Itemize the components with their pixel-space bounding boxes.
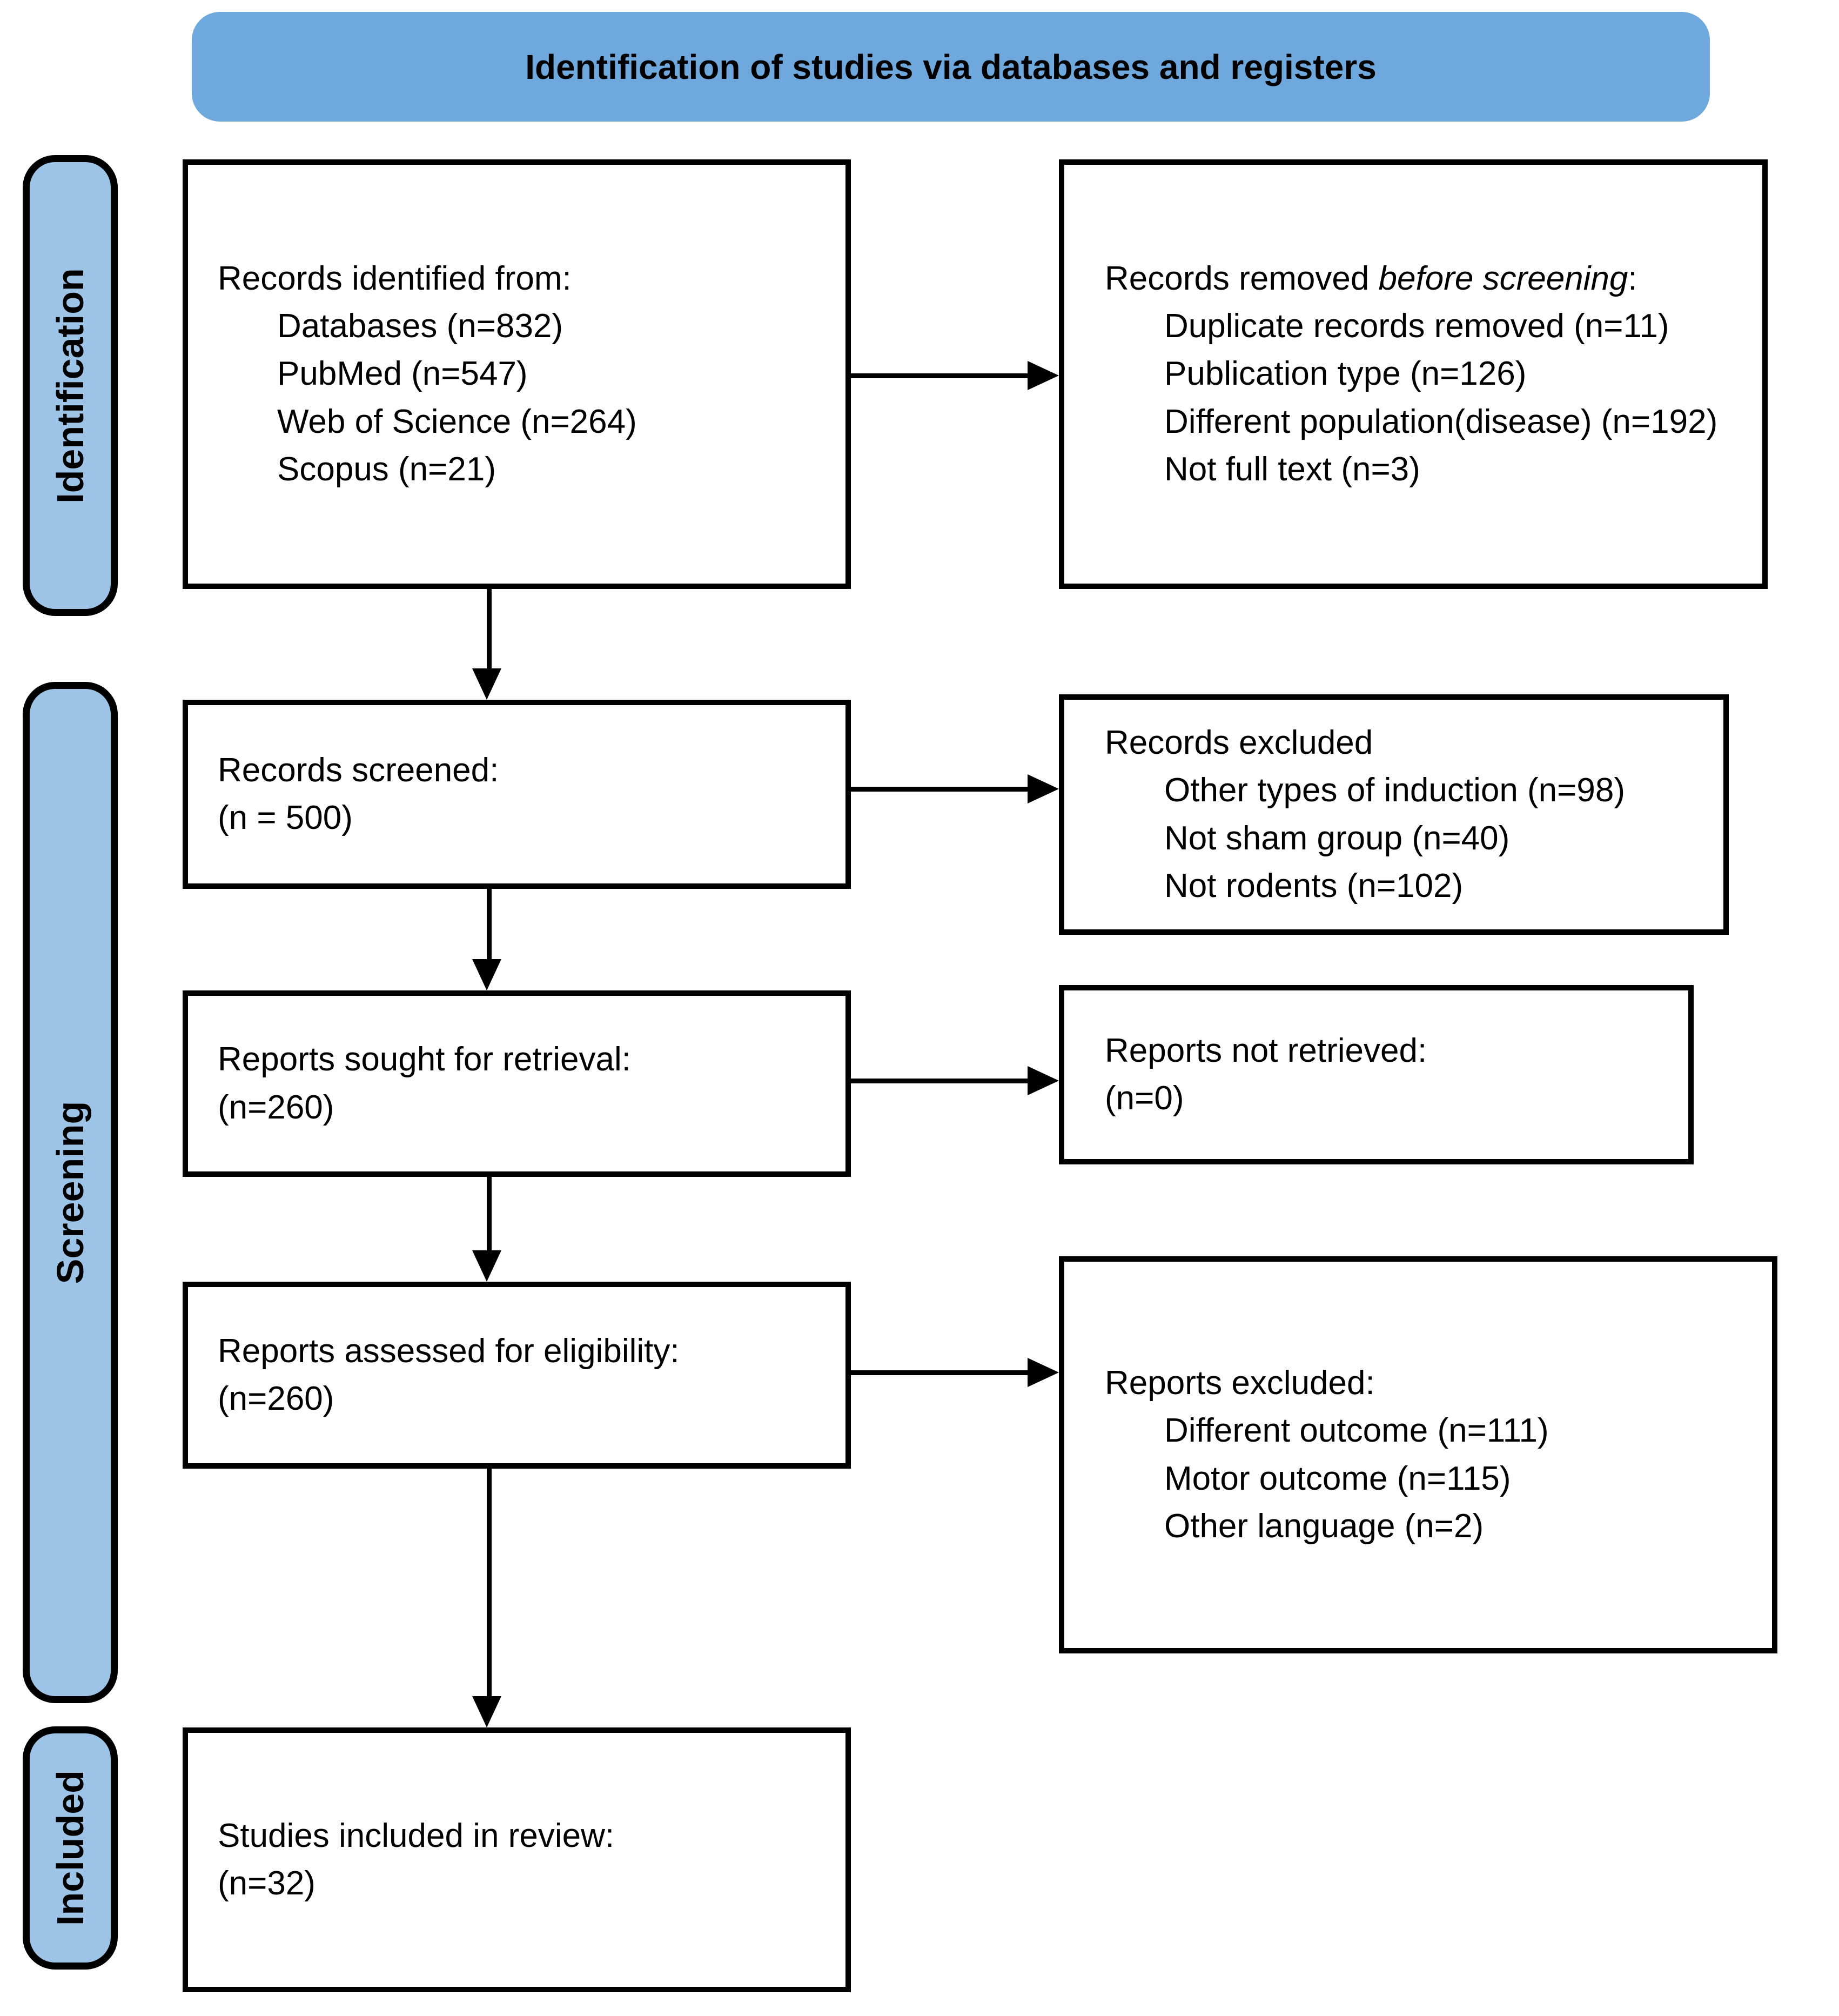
- arrow-identified-to-screened-shaft: [487, 589, 492, 670]
- title-italic-text: before screening: [1378, 260, 1628, 298]
- box-item: Scopus (n=21): [277, 450, 496, 488]
- box-reports-assessed: Reports assessed for eligibility: (n=260…: [183, 1282, 851, 1469]
- arrow-screened-to-sought-head-icon: [472, 959, 501, 990]
- stage-identification-label: Identification: [49, 267, 91, 504]
- box-item: Not rodents (n=102): [1164, 867, 1464, 905]
- box-title: Records removed before screening:: [1105, 255, 1746, 303]
- arrow-identified-to-removed-shaft: [851, 373, 1029, 378]
- box-reports-sought: Reports sought for retrieval: (n=260): [183, 990, 851, 1177]
- arrow-assessed-to-included-head-icon: [472, 1696, 501, 1727]
- box-item: Different outcome (n=111): [1164, 1412, 1549, 1450]
- box-records-identified: Records identified from: Databases (n=83…: [183, 159, 851, 589]
- box-title: Records excluded: [1105, 724, 1373, 762]
- stage-identification: Identification: [23, 155, 118, 616]
- box-item: Not sham group (n=40): [1164, 819, 1510, 857]
- arrow-identified-to-removed-head-icon: [1028, 361, 1059, 390]
- arrow-screened-to-sought-shaft: [487, 889, 492, 961]
- box-item: Other language (n=2): [1164, 1507, 1484, 1545]
- arrow-assessed-to-excluded-shaft: [851, 1370, 1029, 1375]
- arrow-sought-to-assessed-head-icon: [472, 1250, 501, 1282]
- box-studies-included: Studies included in review: (n=32): [183, 1727, 851, 1992]
- box-count: (n=260): [218, 1380, 334, 1417]
- box-title: Reports not retrieved:: [1105, 1032, 1427, 1069]
- arrow-assessed-to-included-shaft: [487, 1469, 492, 1698]
- box-item: Duplicate records removed (n=11): [1164, 307, 1669, 345]
- title-text: :: [1628, 260, 1637, 298]
- box-item: Other types of induction (n=98): [1164, 772, 1625, 809]
- box-title: Reports sought for retrieval:: [218, 1041, 632, 1079]
- box-count: (n = 500): [218, 799, 353, 836]
- box-reports-excluded: Reports excluded: Different outcome (n=1…: [1059, 1256, 1777, 1653]
- arrow-assessed-to-excluded-head-icon: [1028, 1358, 1059, 1387]
- banner: Identification of studies via databases …: [192, 12, 1710, 122]
- arrow-sought-to-assessed-shaft: [487, 1177, 492, 1252]
- banner-title: Identification of studies via databases …: [525, 47, 1377, 86]
- box-item: PubMed (n=547): [277, 355, 528, 393]
- box-count: (n=32): [218, 1865, 316, 1902]
- box-item: Publication type (n=126): [1164, 355, 1527, 393]
- title-text: Records removed: [1105, 260, 1379, 298]
- box-title: Studies included in review:: [218, 1817, 615, 1854]
- box-records-removed: Records removed before screening: Duplic…: [1059, 159, 1768, 589]
- box-item: Motor outcome (n=115): [1164, 1459, 1511, 1497]
- arrow-sought-to-not-retrieved-head-icon: [1028, 1066, 1059, 1095]
- box-title: Records screened:: [218, 751, 499, 789]
- box-records-excluded: Records excluded Other types of inductio…: [1059, 694, 1729, 935]
- box-item: Databases (n=832): [277, 307, 563, 345]
- box-title: Records identified from:: [218, 260, 572, 298]
- box-reports-not-retrieved: Reports not retrieved: (n=0): [1059, 985, 1694, 1164]
- box-count: (n=260): [218, 1088, 334, 1126]
- arrow-screened-to-excluded-shaft: [851, 787, 1029, 792]
- box-item: Different population(disease) (n=192): [1164, 403, 1718, 440]
- box-records-screened: Records screened: (n = 500): [183, 700, 851, 889]
- box-title: Reports excluded:: [1105, 1364, 1375, 1402]
- stage-included-label: Included: [49, 1770, 91, 1926]
- stage-screening: Screening: [23, 682, 118, 1703]
- box-title: Reports assessed for eligibility:: [218, 1332, 680, 1370]
- box-item: Web of Science (n=264): [277, 403, 637, 440]
- arrow-sought-to-not-retrieved-shaft: [851, 1079, 1029, 1083]
- arrow-screened-to-excluded-head-icon: [1028, 774, 1059, 803]
- arrow-identified-to-screened-head-icon: [472, 668, 501, 700]
- box-item: Not full text (n=3): [1164, 450, 1420, 488]
- stage-screening-label: Screening: [49, 1101, 91, 1284]
- stage-included: Included: [23, 1726, 118, 1970]
- box-count: (n=0): [1105, 1080, 1184, 1117]
